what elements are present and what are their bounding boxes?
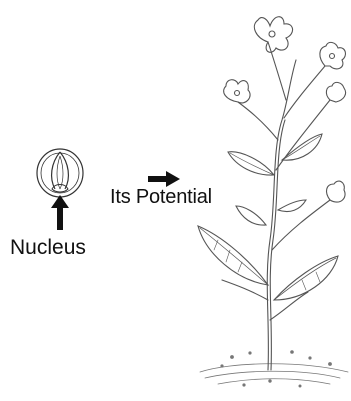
seed-icon (37, 149, 83, 197)
leaf-right-small (278, 200, 306, 212)
flower-right-top (320, 42, 346, 69)
flower-left (224, 80, 250, 103)
flowering-plant-icon (198, 17, 348, 387)
ground-soil (200, 351, 348, 388)
leaf-right-upper (282, 134, 322, 160)
flower-right-mid (326, 82, 345, 102)
potential-label: Its Potential (110, 186, 212, 209)
leaf-left-big (198, 226, 268, 285)
arrow-up-icon (51, 195, 69, 230)
nucleus-label: Nucleus (10, 236, 86, 260)
arrow-right-icon (148, 171, 180, 187)
flower-right-low (327, 181, 346, 202)
flower-top (254, 17, 292, 53)
leaf-left-mid (236, 206, 266, 225)
leaf-left-upper (228, 152, 274, 175)
